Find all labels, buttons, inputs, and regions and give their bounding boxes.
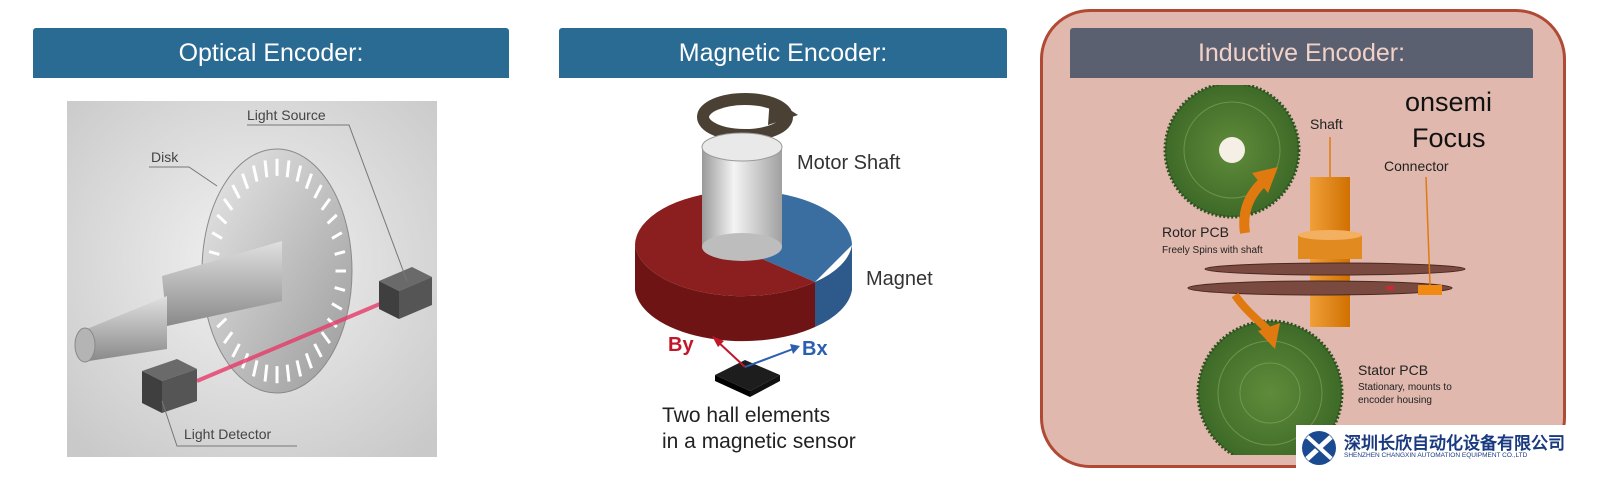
disk-slot bbox=[304, 173, 313, 190]
disk-slot bbox=[216, 317, 228, 329]
motor-shaft-cylinder bbox=[701, 132, 783, 261]
rotor-arrowhead-icon bbox=[1252, 167, 1278, 193]
caption-line-1: Two hall elements bbox=[662, 404, 830, 427]
caption-line-2: in a magnetic sensor bbox=[662, 430, 856, 453]
inductive-encoder-title: Inductive Encoder: bbox=[1197, 38, 1406, 67]
disk-slot bbox=[313, 343, 323, 358]
light-detector-leader bbox=[161, 400, 297, 447]
light-source-leader bbox=[247, 124, 408, 282]
bx-arrowhead-icon bbox=[790, 344, 800, 354]
small-component bbox=[1386, 286, 1394, 290]
company-logo-icon bbox=[1302, 431, 1336, 465]
stator-plate bbox=[1187, 280, 1453, 296]
bx-arrow bbox=[744, 348, 794, 368]
rotor-plate bbox=[1204, 262, 1466, 276]
rotor-desc-label: Freely Spins with shaft bbox=[1162, 245, 1263, 256]
inductive-encoder-header: Inductive Encoder: bbox=[1070, 28, 1533, 78]
disk-slot bbox=[334, 250, 346, 256]
disk-slot bbox=[263, 364, 269, 382]
company-en-name: SHENZHEN CHANGXIN AUTOMATION EQUIPMENT C… bbox=[1344, 452, 1528, 459]
light-source-box bbox=[379, 267, 432, 319]
focus-label: Focus bbox=[1412, 123, 1486, 153]
disk-leader bbox=[149, 166, 218, 187]
disk-slot bbox=[304, 352, 313, 369]
disk-slot bbox=[295, 360, 303, 377]
inductive-encoder-diagram: onsemi Focus Shaft Connector Rotor PCB F… bbox=[1162, 85, 1492, 455]
disk-slot bbox=[222, 197, 234, 211]
disk-slot bbox=[216, 213, 228, 225]
disk-slot bbox=[263, 160, 269, 178]
disk-slot bbox=[326, 213, 338, 225]
light-source-label: Light Source bbox=[247, 107, 326, 123]
shaft-shape bbox=[74, 241, 282, 363]
hall-sensor-chip bbox=[715, 360, 780, 397]
disk-slot bbox=[331, 302, 343, 311]
magnet-label: Magnet bbox=[866, 268, 933, 290]
by-label: By bbox=[668, 334, 694, 356]
disk-slot bbox=[320, 331, 332, 345]
stator-desc-line-2: encoder housing bbox=[1358, 395, 1432, 406]
company-cn-name: 深圳长欣自动化设备有限公司 bbox=[1344, 434, 1565, 453]
light-detector-label: Light Detector bbox=[184, 426, 271, 442]
disk-slot bbox=[331, 231, 343, 240]
disk-slot bbox=[231, 184, 241, 199]
disk-slot bbox=[285, 364, 291, 382]
disk-slot bbox=[251, 165, 259, 182]
magnetic-encoder-diagram: Motor Shaft Magnet By Bx Two hall elemen… bbox=[635, 93, 933, 453]
disk-slot bbox=[320, 197, 332, 211]
disk-slot bbox=[222, 331, 234, 345]
onsemi-label: onsemi bbox=[1405, 87, 1492, 117]
disk-slot bbox=[231, 343, 241, 358]
disk-slot bbox=[241, 173, 250, 190]
rotor-pcb-label: Rotor PCB bbox=[1162, 224, 1229, 240]
by-arrowhead-icon bbox=[712, 336, 724, 347]
shaft-label: Shaft bbox=[1310, 116, 1343, 132]
rotation-arrow-icon bbox=[697, 93, 798, 141]
disk-slot bbox=[208, 250, 220, 256]
stator-arrow bbox=[1231, 292, 1271, 333]
connector-leader bbox=[1425, 176, 1431, 286]
light-detector-box bbox=[142, 359, 197, 413]
light-beam bbox=[196, 299, 388, 383]
shaft-assembly bbox=[1298, 177, 1362, 327]
disk-slot bbox=[251, 360, 259, 377]
optical-encoder-title: Optical Encoder: bbox=[178, 38, 364, 67]
disk-label: Disk bbox=[151, 149, 179, 165]
optical-encoder-diagram: Light Source Disk Light Detector bbox=[67, 101, 437, 457]
disk-slot bbox=[211, 231, 223, 240]
motor-shaft-label: Motor Shaft bbox=[797, 152, 901, 174]
optical-encoder-header: Optical Encoder: bbox=[33, 28, 509, 78]
disk-slot bbox=[285, 160, 291, 178]
connector-label: Connector bbox=[1384, 158, 1449, 174]
connector-block bbox=[1418, 285, 1442, 295]
stator-arrowhead-icon bbox=[1258, 323, 1280, 349]
disk-slot bbox=[313, 184, 323, 199]
disk-slot bbox=[295, 165, 303, 182]
rotor-pcb-disk bbox=[1163, 85, 1301, 219]
magnetic-encoder-header: Magnetic Encoder: bbox=[559, 28, 1007, 78]
stator-pcb-label: Stator PCB bbox=[1358, 362, 1428, 378]
magnetic-encoder-title: Magnetic Encoder: bbox=[678, 38, 888, 67]
by-arrow bbox=[716, 340, 746, 368]
watermark: 深圳长欣自动化设备有限公司 SHENZHEN CHANGXIN AUTOMATI… bbox=[1296, 425, 1566, 473]
disk-slot bbox=[334, 286, 346, 292]
bx-label: Bx bbox=[802, 338, 828, 360]
stator-desc-line-1: Stationary, mounts to bbox=[1358, 382, 1452, 393]
